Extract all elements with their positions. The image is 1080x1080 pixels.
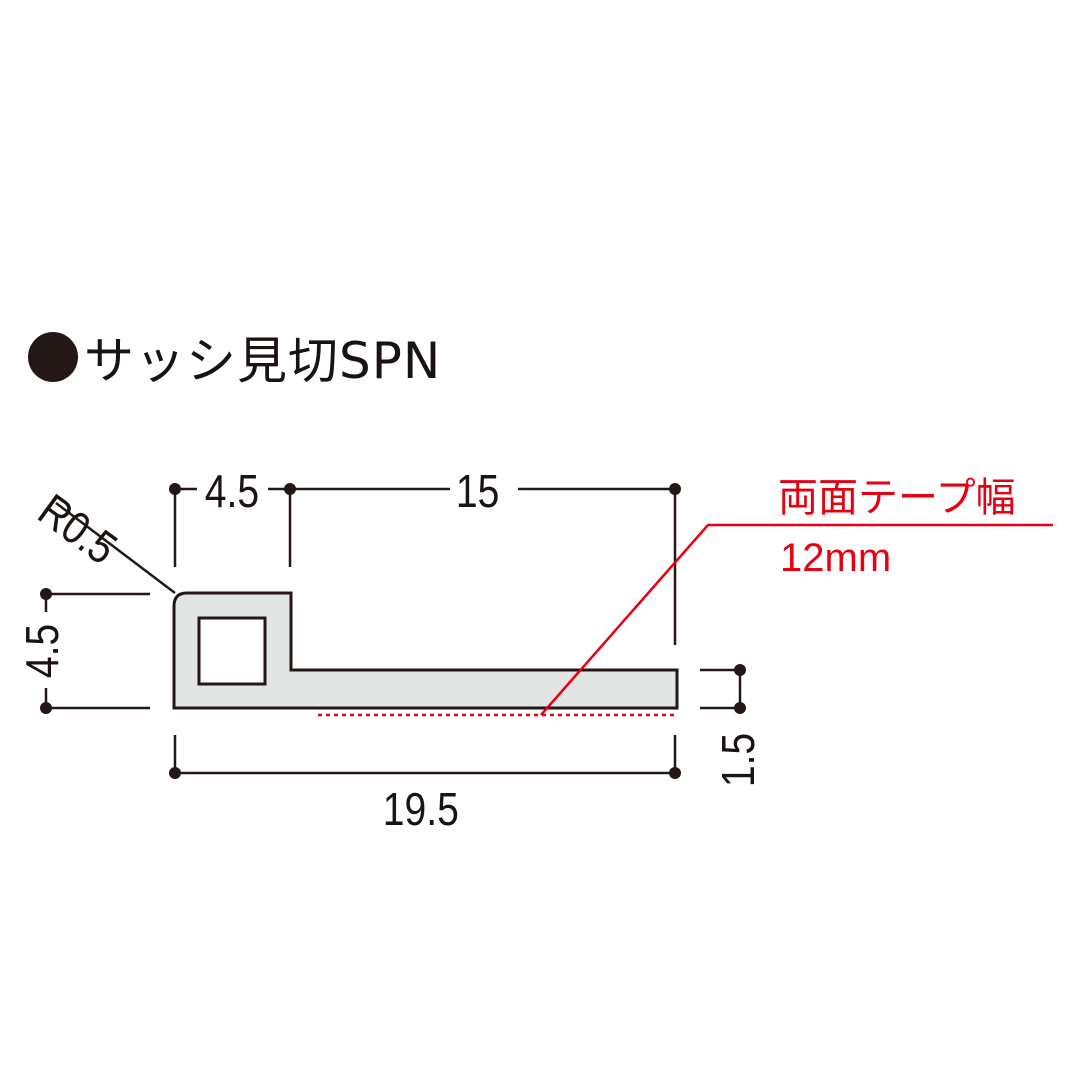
diagram-title: サッシ見切SPN xyxy=(28,322,441,392)
tape-leader-line xyxy=(540,523,1053,716)
dim-label-left-height: 4.5 xyxy=(15,623,68,679)
profile-shape xyxy=(172,591,679,710)
dim-dot xyxy=(284,483,296,495)
dim-dot xyxy=(40,702,52,714)
dim-dot xyxy=(40,588,52,600)
dim-dot xyxy=(169,767,181,779)
dim-dot xyxy=(169,483,181,495)
hollow-square xyxy=(197,616,267,686)
dim-dot xyxy=(669,767,681,779)
dim-dot xyxy=(669,483,681,495)
tape-label-line1: 両面テープ幅 xyxy=(778,475,1016,521)
dim-label-top-left: 4.5 xyxy=(204,465,260,517)
radius-leader-line xyxy=(55,502,176,594)
dim-label-total-width: 19.5 xyxy=(382,783,459,835)
dim-dot xyxy=(734,664,746,676)
dim-label-top-right: 15 xyxy=(455,465,500,517)
dim-dot xyxy=(734,702,746,714)
tape-label-line2: 12mm xyxy=(780,536,892,580)
bullet-icon xyxy=(28,332,78,382)
dim-label-flange-thickness: 1.5 xyxy=(711,732,764,788)
title-text: サッシ見切SPN xyxy=(84,332,442,390)
